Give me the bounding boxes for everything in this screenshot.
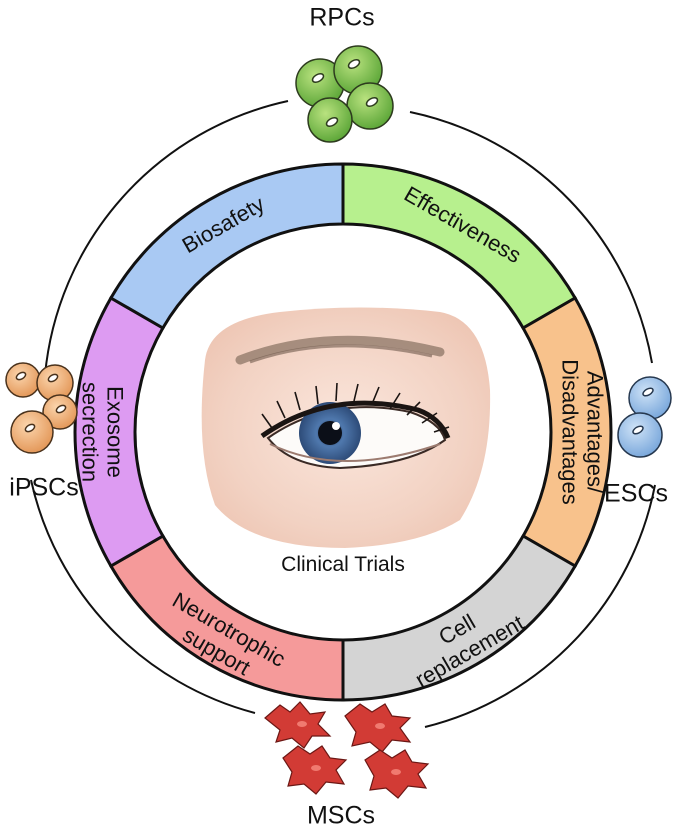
mscs-cell-icon (264, 701, 430, 799)
rpcs-label: RPCs (309, 3, 375, 32)
segment-label-advantages: Advantages/Disadvantages (558, 359, 608, 505)
segment-label-exosome: Exosomesecrection (78, 382, 128, 482)
escs-label: ESCs (604, 479, 668, 508)
segment-biosafety (108, 162, 345, 331)
clinical-trials-title: Clinical Trials (281, 553, 405, 576)
rpcs-cell-icon (295, 45, 394, 143)
segment-ring: EffectivenessAdvantages/DisadvantagesCel… (73, 162, 613, 702)
escs-cell-icon (617, 376, 672, 458)
ipscs-cell-icon (5, 362, 78, 454)
segment-effectiveness (341, 162, 578, 331)
mscs-label: MSCs (306, 801, 376, 830)
outer-ring (30, 100, 656, 728)
ipscs-label: iPSCs (9, 473, 79, 502)
eye-illustration (201, 307, 491, 548)
